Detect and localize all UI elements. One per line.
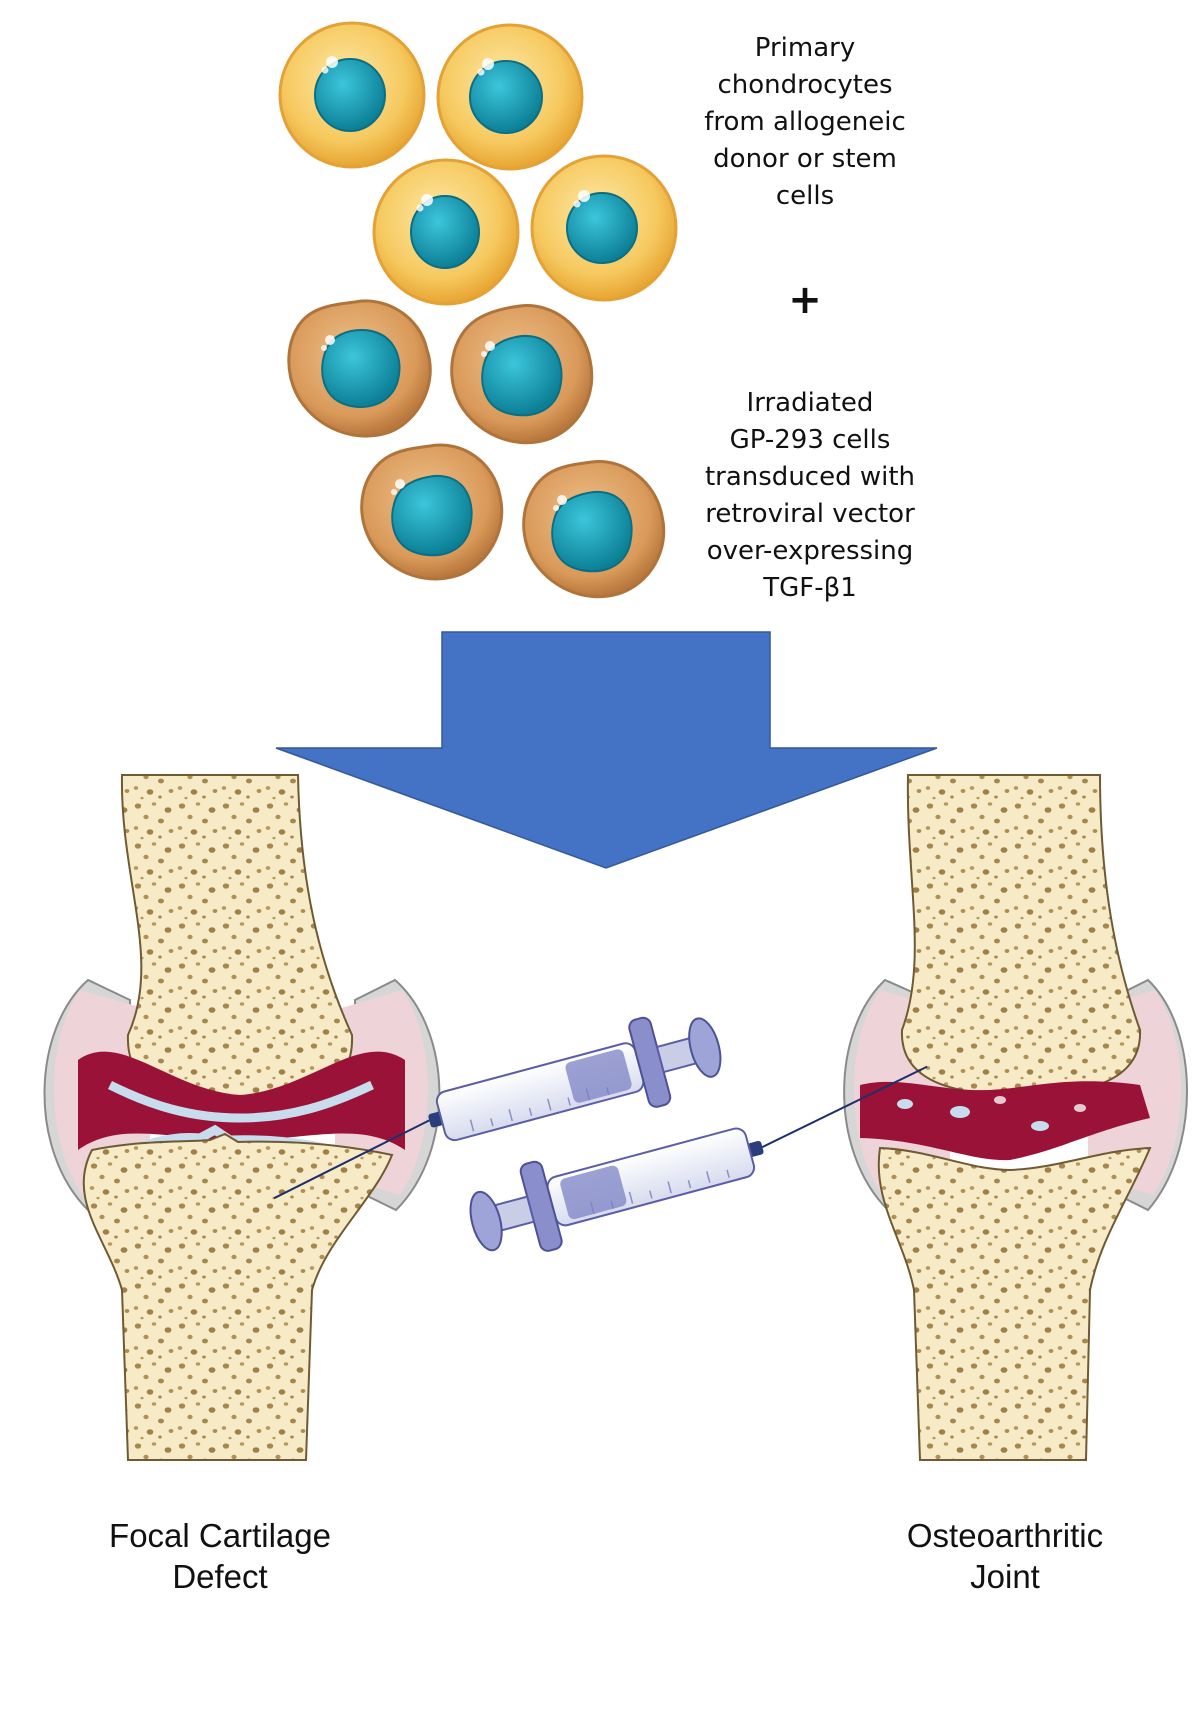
chondrocytes-label-line: chondrocytes — [717, 70, 893, 100]
osteoarthritic-label-line: Osteoarthritic — [906, 1517, 1104, 1554]
gp293-label-line: retroviral vector — [705, 499, 915, 529]
chondrocytes-label-line: Primary — [754, 33, 856, 63]
gp293-cell-icon — [450, 304, 594, 445]
focal-cartilage-defect-label: Focal Cartilage Defect — [60, 1515, 380, 1597]
gp293-label-line: Irradiated — [746, 388, 874, 418]
chondrocyte-cell-icon — [436, 23, 584, 171]
chondrocyte-cell-icon — [372, 158, 520, 306]
gp293-cell-icon — [360, 443, 504, 581]
gp293-label: Irradiated GP-293 cells transduced with … — [660, 385, 960, 607]
syringe-icon — [469, 1065, 928, 1252]
gp293-label-line: transduced with — [704, 462, 916, 492]
down-arrow-icon — [275, 631, 938, 869]
chondrocytes-label: Primary chondrocytes from allogeneic don… — [660, 30, 950, 215]
knee-joint-icon — [43, 774, 441, 1461]
gp293-label-line: TGF-β1 — [763, 573, 857, 603]
chondrocytes-label-line: cells — [775, 181, 835, 211]
osteoarthritic-label-line: Joint — [970, 1558, 1040, 1595]
focal-defect-label-line: Focal Cartilage — [109, 1517, 331, 1554]
chondrocyte-cell-icon — [278, 21, 426, 169]
focal-defect-label-line: Defect — [172, 1558, 268, 1595]
chondrocytes-label-line: from allogeneic — [704, 107, 906, 137]
knee-joint-icon — [843, 774, 1188, 1461]
plus-sign: + — [788, 277, 822, 323]
gp293-label-line: GP-293 cells — [729, 425, 891, 455]
gp293-cell-icon — [287, 299, 432, 438]
gp293-cell-icon — [522, 460, 666, 599]
gp293-label-line: over-expressing — [706, 536, 914, 566]
chondrocytes-label-line: donor or stem — [713, 144, 897, 174]
osteoarthritic-joint-label: Osteoarthritic Joint — [855, 1515, 1155, 1597]
syringe-icon — [273, 1016, 722, 1200]
chondrocyte-cell-icon — [530, 154, 678, 302]
